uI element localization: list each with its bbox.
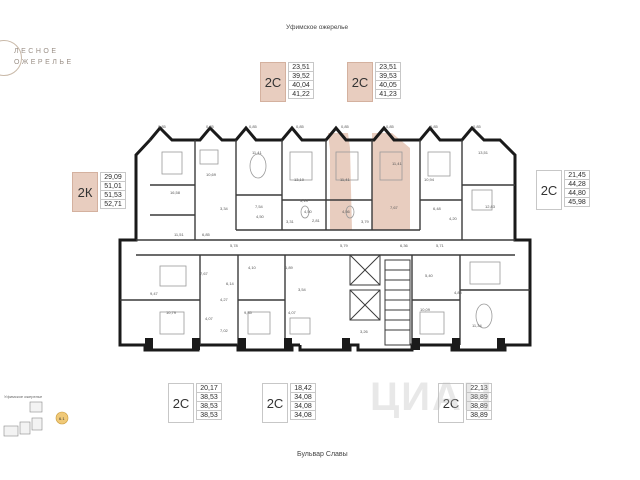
apartment-type: 2С (262, 383, 288, 423)
area-full: 34,08 (290, 410, 316, 420)
legend-bottom-mid[interactable]: 2С 18,42 34,08 34,08 34,08 (262, 383, 316, 425)
room-area-label: 4,10 (248, 265, 256, 270)
room-area-label: 9,47 (150, 291, 158, 296)
legend-top-right[interactable]: 2С 23,51 39,53 40,05 41,23 (347, 62, 401, 104)
balcony-area-label: 0,85 (386, 124, 394, 129)
room-area-label: 11,41 (340, 177, 350, 182)
room-area-label: 11,51 (174, 232, 184, 237)
room-area-label: 5,40 (425, 273, 433, 278)
room-area-label: 7,67 (200, 271, 208, 276)
brand-line-2: ОЖЕРЕЛЬЕ (14, 59, 74, 66)
room-area-label: 10,09 (420, 307, 431, 312)
room-area-label: 1,89 (285, 265, 293, 270)
room-area-label: 7,67 (390, 205, 398, 210)
room-area-label: 6,36 (400, 243, 408, 248)
columns (145, 338, 505, 350)
room-area-label: 4,07 (205, 316, 213, 321)
room-area-label: 16,58 (170, 190, 181, 195)
watermark: ЦИАН (370, 375, 494, 419)
room-area-label: 9,35 (244, 310, 252, 315)
room-area-label: 2,81 (312, 218, 320, 223)
room-area-label: 10,79 (166, 310, 177, 315)
legend-bottom-left[interactable]: 2С 20,17 38,53 38,53 38,53 (168, 383, 222, 425)
interior-walls (120, 140, 530, 345)
room-area-label: 5,79 (340, 243, 348, 248)
room-area-label: 13,10 (294, 177, 305, 182)
balcony-area-label: 0,85 (158, 124, 166, 129)
legend-left[interactable]: 2К 29,09 51,01 51,53 52,71 (72, 172, 126, 214)
room-area-label: 6,85 (202, 232, 210, 237)
outer-walls (118, 125, 532, 352)
room-area-label: 3,79 (361, 219, 369, 224)
area-full: 45,98 (564, 197, 590, 207)
apartment-type: 2С (438, 383, 464, 423)
balcony-area-label: 0,85 (206, 124, 214, 129)
room-area-label: 12,83 (485, 204, 496, 209)
room-area-label: 3,54 (298, 287, 306, 292)
balcony-area-label: 0,85 (341, 124, 349, 129)
minimap-label: Уфимское ожерелье (4, 394, 43, 399)
area-full: 41,23 (375, 89, 401, 99)
room-area-label: 13,51 (478, 150, 489, 155)
building-core (349, 254, 411, 346)
balcony-area-label: 0,85 (473, 124, 481, 129)
highlighted-apartment-right[interactable] (372, 133, 410, 230)
room-area-label: 3,31 (286, 219, 294, 224)
apartment-type: 2С (347, 62, 373, 102)
room-area-label: 6,48 (433, 206, 441, 211)
minimap-section: 6.1 (59, 416, 65, 421)
apartment-type: 2С (536, 170, 562, 210)
highlighted-apartment-left[interactable] (328, 133, 352, 230)
room-area-label: 7,02 (220, 328, 228, 333)
area-full: 41,22 (288, 89, 314, 99)
room-area-label: 11,41 (252, 150, 262, 155)
street-name-top: Уфимское ожерелье (286, 24, 349, 31)
legend-bottom-right[interactable]: 2С 22,13 38,89 38,89 38,89 (438, 383, 492, 425)
room-area-label: 4,27 (220, 297, 228, 302)
room-area-label: 5,71 (436, 243, 444, 248)
area-full: 38,53 (196, 410, 222, 420)
room-area-label: 4,56 (342, 209, 350, 214)
room-area-label: 4,50 (304, 209, 312, 214)
balcony-area-label: 0,85 (430, 124, 438, 129)
room-area-label: 6,14 (226, 281, 234, 286)
room-area-label: 11,41 (392, 161, 402, 166)
current-section-marker-icon (55, 411, 69, 425)
site-minimap: Уфимское ожерелье 6.1 (3, 394, 69, 437)
room-area-label: 4,50 (256, 214, 264, 219)
room-area-label: 10,94 (424, 177, 435, 182)
legend-right[interactable]: 2С 21,45 44,28 44,80 45,98 (536, 170, 590, 212)
apartment-type: 2С (260, 62, 286, 102)
room-area-label: 5,78 (230, 243, 238, 248)
room-area-label: 4,07 (288, 310, 296, 315)
room-area-label: 4,20 (449, 216, 457, 221)
area-full: 52,71 (100, 199, 126, 209)
room-area-label: 3,26 (360, 329, 368, 334)
balcony-area-label: 0,85 (249, 124, 257, 129)
apartment-type: 2К (72, 172, 98, 212)
room-area-label: 4,85 (454, 290, 462, 295)
balcony-area-label: 0,85 (296, 124, 304, 129)
area-full: 38,89 (466, 410, 492, 420)
room-area-label: 7,54 (255, 204, 263, 209)
apartment-type: 2С (168, 383, 194, 423)
room-area-label: 5,13 (300, 198, 308, 203)
furniture (159, 149, 501, 335)
room-area-label: 3,34 (220, 206, 228, 211)
room-area-label: 11,34 (472, 323, 482, 328)
room-area-label: 10,69 (206, 172, 217, 177)
legend-top-left[interactable]: 2С 23,51 39,52 40,04 41,22 (260, 62, 314, 104)
brand-line-1: ЛЕСНОЕ (14, 48, 59, 55)
street-name-bottom: Бульвар Славы (297, 451, 348, 458)
